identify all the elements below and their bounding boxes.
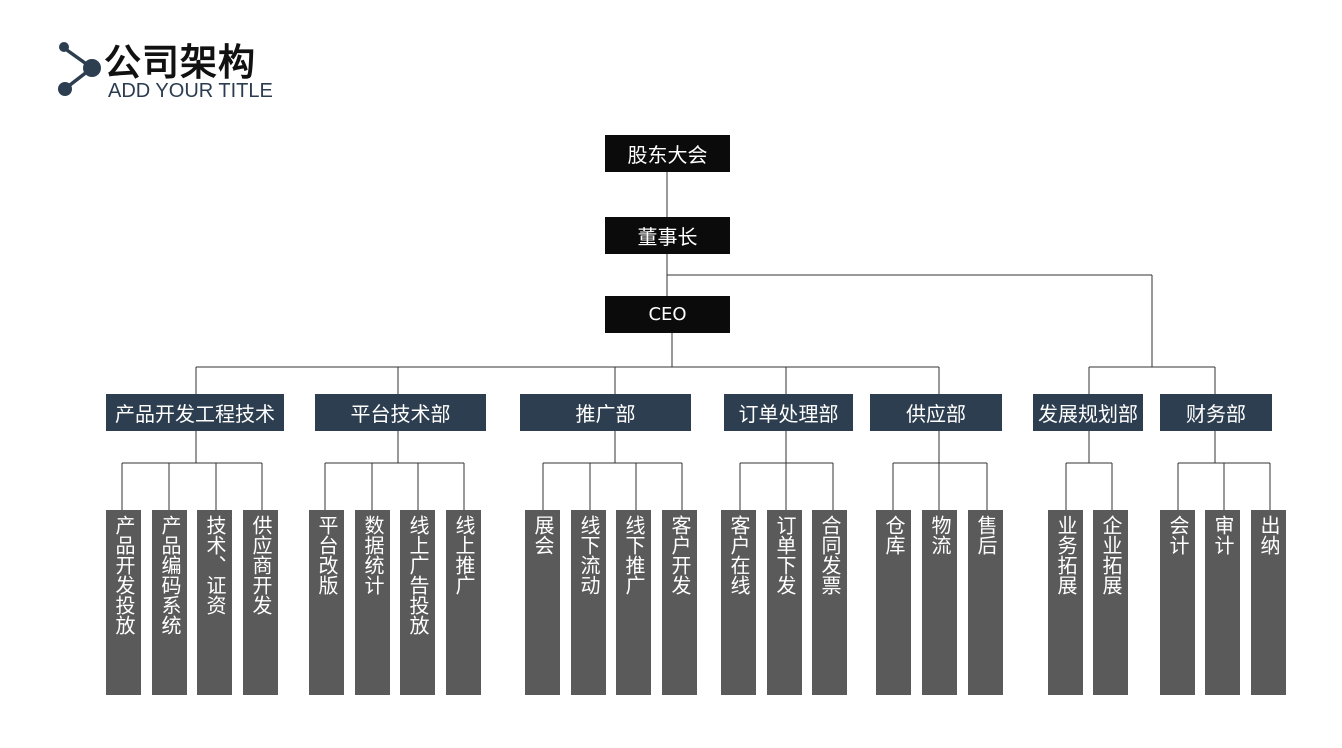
leaf-item: 仓库 [876, 510, 911, 695]
dept-promotion: 推广部 [520, 394, 691, 431]
leaf-item: 订单下发 [767, 510, 802, 695]
page-title: 公司架构 [104, 41, 256, 84]
dept-platform-tech: 平台技术部 [315, 394, 486, 431]
leaf-item: 产品开发投放 [106, 510, 141, 695]
dept-supply: 供应部 [870, 394, 1002, 431]
leaf-item: 企业拓展 [1093, 510, 1128, 695]
leaf-item: 出纳 [1251, 510, 1286, 695]
leaf-item: 售后 [968, 510, 1003, 695]
leaf-item: 业务拓展 [1048, 510, 1083, 695]
leaf-item: 合同发票 [812, 510, 847, 695]
leaf-item: 线上推广 [446, 510, 481, 695]
dept-product-engineering: 产品开发工程技术 [106, 394, 284, 431]
leaf-item: 客户开发 [662, 510, 697, 695]
leaf-item: 产品编码系统 [152, 510, 187, 695]
leaf-item: 会计 [1160, 510, 1195, 695]
dept-finance: 财务部 [1160, 394, 1272, 431]
leaf-item: 线下流动 [571, 510, 606, 695]
leaf-item: 线上广告投放 [400, 510, 435, 695]
leaf-item: 数据统计 [355, 510, 390, 695]
node-shareholders-meeting: 股东大会 [605, 135, 730, 172]
dept-development-planning: 发展规划部 [1033, 394, 1143, 431]
leaf-item: 客户在线 [721, 510, 756, 695]
leaf-item: 物流 [922, 510, 957, 695]
dept-order-processing: 订单处理部 [724, 394, 853, 431]
node-chairman: 董事长 [605, 217, 730, 254]
molecule-logo-icon [58, 42, 101, 96]
leaf-item: 线下推广 [616, 510, 651, 695]
leaf-item: 技术、证资 [197, 510, 232, 695]
leaf-item: 平台改版 [309, 510, 344, 695]
node-ceo: CEO [605, 296, 730, 333]
leaf-item: 展会 [525, 510, 560, 695]
leaf-item: 供应商开发 [243, 510, 278, 695]
page-subtitle: ADD YOUR TITLE [108, 80, 273, 102]
leaf-item: 审计 [1205, 510, 1240, 695]
